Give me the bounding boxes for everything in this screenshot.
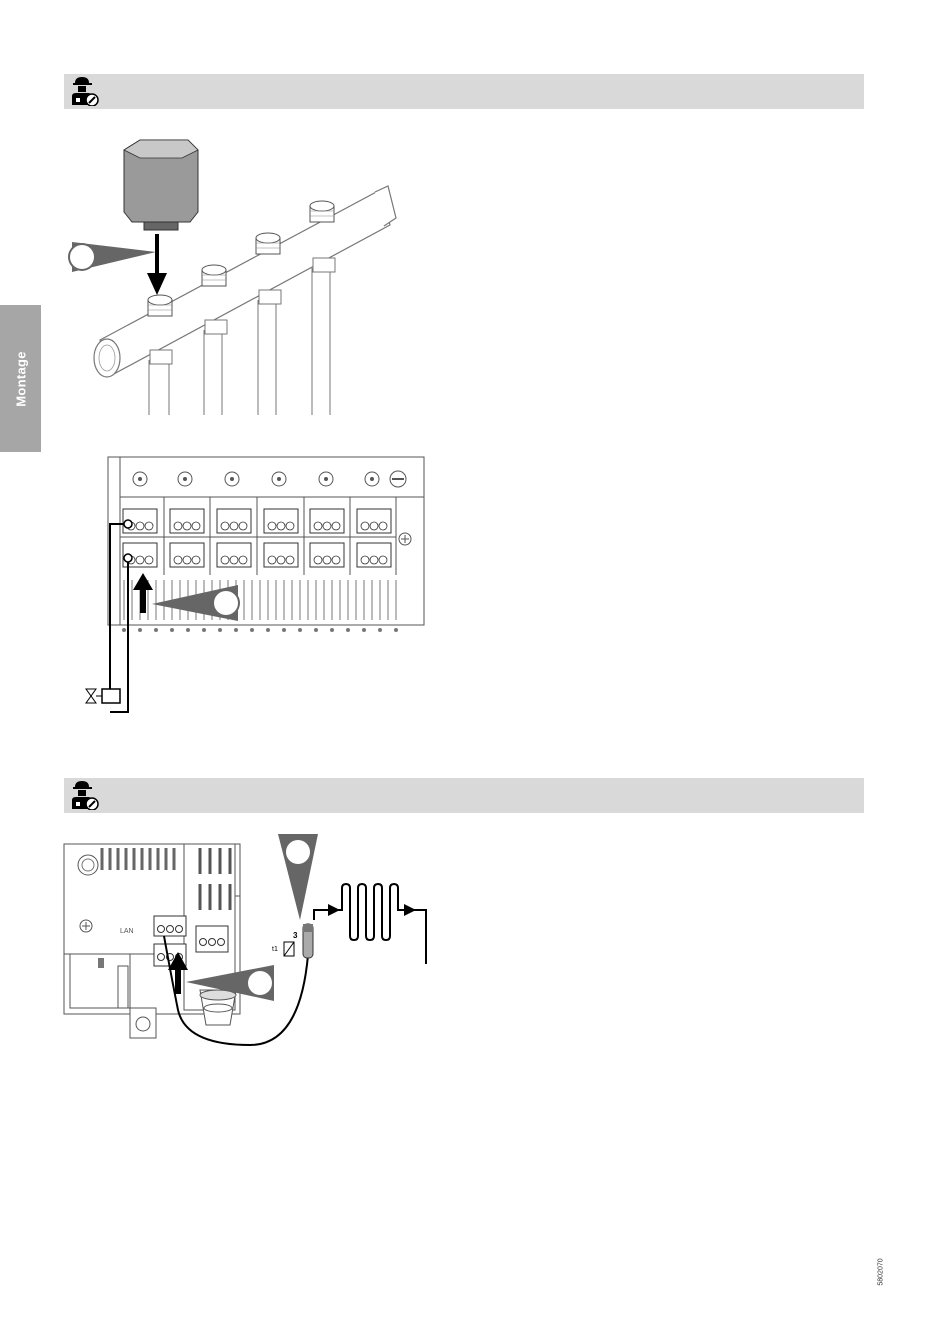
control-board: LAN	[64, 844, 240, 1038]
step-pointer	[68, 242, 156, 272]
lan-label: LAN	[120, 928, 134, 935]
figure-terminal-block	[80, 455, 430, 715]
side-tab-label: Montage	[13, 351, 28, 407]
section-header-bar-1	[64, 74, 864, 109]
installer-icon	[68, 76, 100, 106]
insert-arrow-down	[147, 234, 167, 295]
installer-icon	[68, 780, 100, 810]
section-header-bar-2	[64, 778, 864, 813]
terminal-block	[108, 457, 424, 632]
figure-actuator-manifold	[60, 130, 400, 420]
thermal-actuator	[124, 140, 198, 230]
temperature-sensor: 3 t1	[272, 924, 313, 958]
sensor-symbol: t1	[272, 946, 278, 953]
figure-sensor-connection: LAN 3	[60, 830, 440, 1050]
valve-symbol	[86, 689, 120, 703]
sensor-number: 3	[293, 931, 298, 940]
document-code: 5802070	[876, 1252, 886, 1292]
side-tab-montage: Montage	[0, 305, 41, 452]
step-pointer	[278, 834, 318, 920]
heating-coil	[314, 884, 426, 964]
document-code-text: 5802070	[878, 1258, 885, 1285]
